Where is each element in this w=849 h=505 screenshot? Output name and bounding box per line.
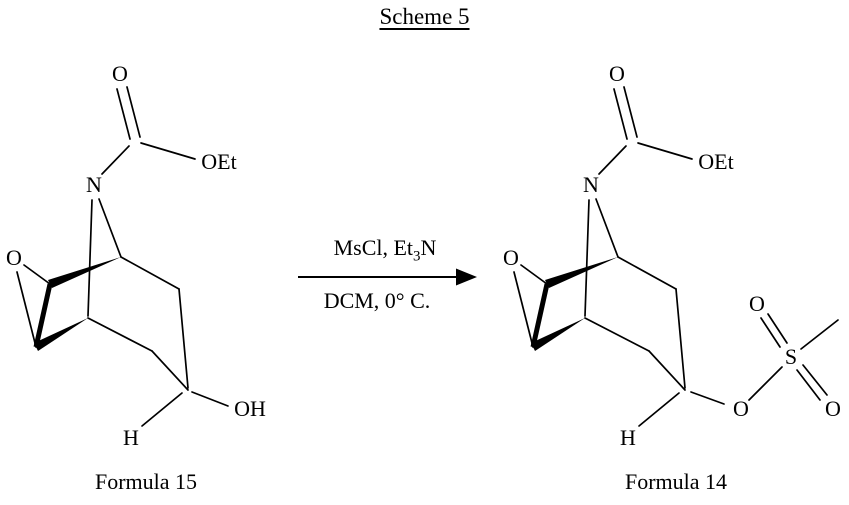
bond-c3-oh — [191, 391, 229, 407]
bond-c-oet — [637, 142, 693, 160]
epoxide-oxygen-label: O — [6, 245, 22, 270]
bond-c3-h — [141, 392, 183, 427]
ester-oxygen-label: O — [733, 396, 749, 421]
formula-14-label: Formula 14 — [624, 469, 728, 494]
arrow-head — [456, 268, 477, 286]
bond-c3-h — [638, 392, 680, 427]
bond-co-double-2 — [126, 86, 141, 138]
left-molecule: O OEt N O OH H — [6, 61, 266, 450]
carbonyl-oxygen-label: O — [609, 61, 625, 86]
bond-epoxide-o-c6 — [520, 264, 548, 285]
reagents-subscript: 3 — [413, 248, 421, 265]
oet-label: OEt — [698, 149, 733, 174]
hydroxyl-label: OH — [234, 396, 266, 421]
bond-s-o-bottom-1 — [796, 369, 821, 401]
wedge-c5-c7 — [34, 318, 88, 351]
bond-n-c1 — [595, 198, 619, 258]
bond-co-double-2 — [623, 86, 638, 138]
nitrogen-label: N — [86, 172, 102, 197]
nitrogen-label: N — [583, 172, 599, 197]
wedge-c1-c6 — [545, 257, 618, 288]
sulfonyl-oxygen-bottom-label: O — [825, 396, 841, 421]
bond-s-o-bottom-2 — [802, 364, 828, 396]
reagents-text: MsCl, Et3N — [299, 235, 471, 265]
bond-c1-c2 — [120, 256, 180, 290]
bond-c3-c4 — [151, 350, 189, 391]
right-molecule: O OEt N O O S O O H — [503, 61, 841, 450]
bond-c2-c3 — [675, 288, 686, 389]
scheme-title: Scheme 5 — [0, 4, 849, 30]
bond-s-o-top-1 — [760, 317, 781, 348]
conditions-text: DCM, 0° C. — [323, 288, 431, 313]
bond-c6-c7-bold — [33, 283, 53, 348]
bond-c4-c5 — [584, 317, 650, 352]
bond-c3-oester — [690, 391, 725, 405]
bond-n-c5 — [584, 199, 590, 317]
bond-c2-c3 — [178, 288, 189, 389]
bond-co-double-1 — [116, 88, 131, 140]
bond-n-c1 — [98, 198, 122, 258]
bond-c-oet — [140, 142, 196, 160]
oet-label: OEt — [201, 149, 236, 174]
hydrogen-label: H — [620, 425, 636, 450]
reaction-arrow — [298, 268, 477, 286]
reagents-suffix: N — [420, 235, 437, 260]
bond-c6-c7-bold — [530, 283, 550, 348]
bond-co-double-1 — [613, 88, 628, 140]
bond-epoxide-o-c7 — [16, 271, 37, 348]
bond-s-o-top-2 — [767, 313, 788, 344]
sulfonyl-oxygen-top-label: O — [749, 291, 765, 316]
wedge-c5-c7 — [531, 318, 585, 351]
hydrogen-label: H — [123, 425, 139, 450]
bond-c-n — [101, 145, 130, 175]
bond-c4-c5 — [87, 317, 153, 352]
bond-c1-c2 — [617, 256, 677, 290]
carbonyl-oxygen-label: O — [112, 61, 128, 86]
bond-n-c5 — [87, 199, 93, 317]
bond-oester-s — [748, 366, 783, 401]
bond-epoxide-o-c7 — [513, 271, 534, 348]
bond-s-methyl — [800, 319, 839, 350]
bond-epoxide-o-c6 — [23, 264, 51, 285]
scheme-title-text: Scheme 5 — [379, 4, 470, 29]
wedge-c1-c6 — [48, 257, 121, 288]
formula-15-label: Formula 15 — [94, 469, 198, 494]
reagents-prefix: MsCl, Et — [333, 235, 414, 260]
bond-c3-c4 — [648, 350, 686, 391]
sulfur-label: S — [785, 344, 797, 369]
bond-c-n — [598, 145, 627, 175]
epoxide-oxygen-label: O — [503, 245, 519, 270]
